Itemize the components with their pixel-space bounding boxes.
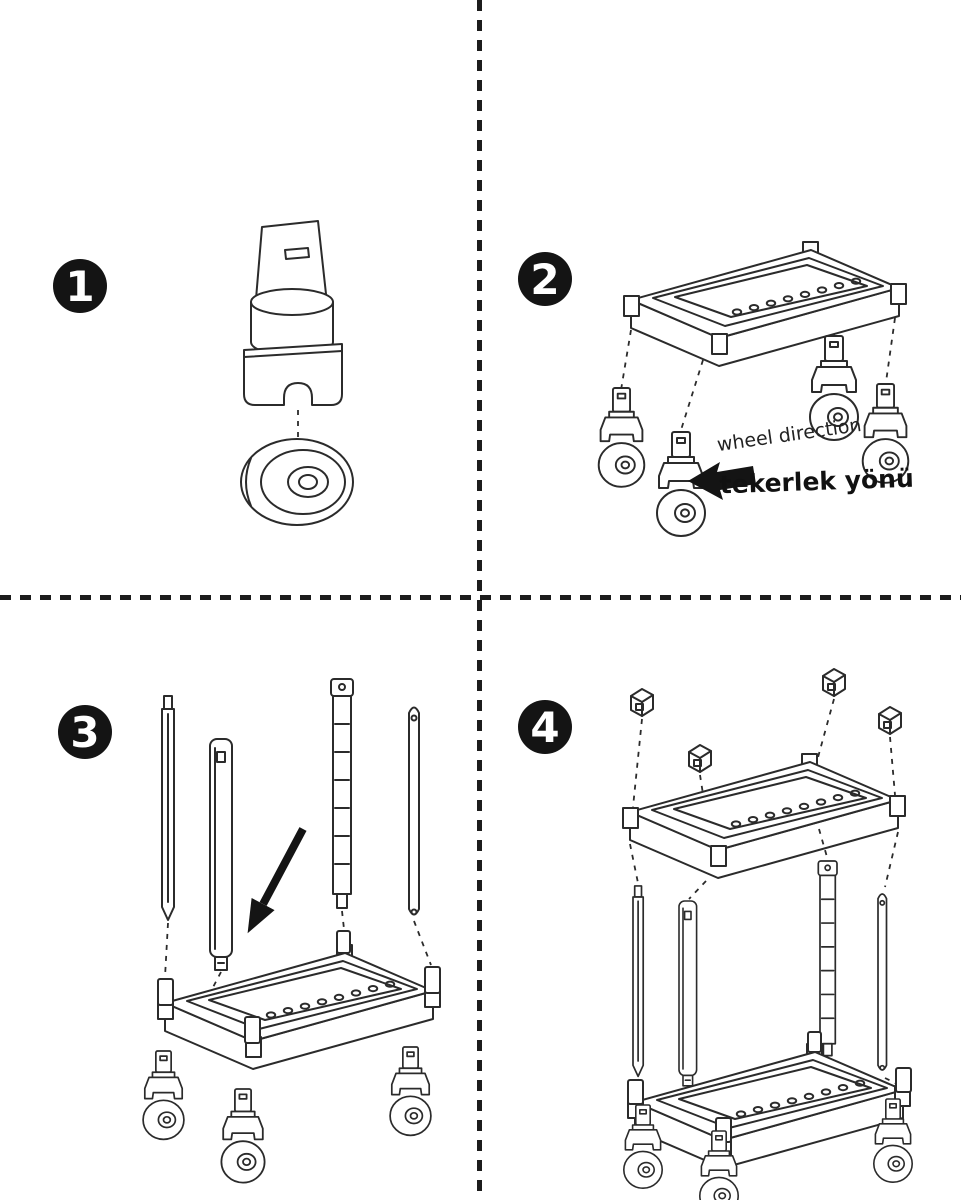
corner-socket — [157, 978, 174, 1006]
base-with-casters-illustration — [597, 241, 910, 537]
step-4-panel: 4 — [518, 668, 914, 1200]
poles-into-base-illustration — [142, 678, 441, 1184]
corner-socket — [895, 1067, 912, 1093]
wheel-direction-label-en: wheel direction — [716, 414, 863, 456]
corner-socket — [244, 1016, 261, 1044]
caster-fork — [243, 343, 343, 406]
horizontal-dashed-divider — [0, 595, 961, 600]
caster-stem — [255, 220, 327, 300]
clip-cap — [822, 668, 846, 697]
wheel-direction-label-tr: tekerlek yönü — [719, 464, 914, 500]
clip-cap — [878, 706, 902, 735]
corner-socket — [807, 1031, 822, 1053]
step-1-badge: 1 — [53, 259, 107, 313]
corner-socket — [424, 966, 441, 994]
pole-main — [209, 738, 233, 971]
base-tray — [157, 944, 441, 1070]
step-2-badge: 2 — [518, 252, 572, 306]
corner-socket — [627, 1079, 644, 1105]
step-2-number: 2 — [530, 255, 559, 304]
step-2-panel: 2 wheel direction tekerlek yönü — [518, 241, 914, 537]
top-tray — [622, 753, 906, 879]
insert-arrow-icon — [247, 827, 307, 934]
pole-thin — [877, 893, 888, 1071]
pole-thin — [408, 706, 420, 916]
wheel-direction-arrow-icon — [688, 462, 756, 500]
wheel-illustration — [240, 438, 354, 526]
caster — [142, 1050, 185, 1141]
step-1-number: 1 — [65, 262, 94, 311]
corner-socket — [336, 930, 351, 954]
clip-cap — [688, 744, 712, 773]
base-tray — [627, 1043, 911, 1169]
pole-main — [678, 900, 698, 1087]
caster-assembly-illustration — [240, 220, 354, 526]
step-1-panel: 1 — [53, 220, 354, 526]
step-3-panel: 3 — [58, 678, 441, 1184]
base-tray — [623, 241, 907, 367]
caster — [597, 387, 646, 488]
vertical-dashed-divider — [477, 0, 482, 1200]
shelf-assembly-illustration — [622, 668, 914, 1200]
pole-ladder — [817, 860, 838, 1057]
step-4-badge: 4 — [518, 700, 572, 754]
step-4-number: 4 — [530, 703, 559, 752]
pole-flat — [632, 885, 645, 1078]
step-3-number: 3 — [70, 708, 99, 757]
pole-ladder — [330, 678, 354, 909]
clip-cap — [630, 688, 654, 717]
pole-flat — [161, 695, 175, 921]
caster — [220, 1088, 266, 1184]
step-3-badge: 3 — [58, 705, 112, 759]
caster — [389, 1046, 432, 1137]
